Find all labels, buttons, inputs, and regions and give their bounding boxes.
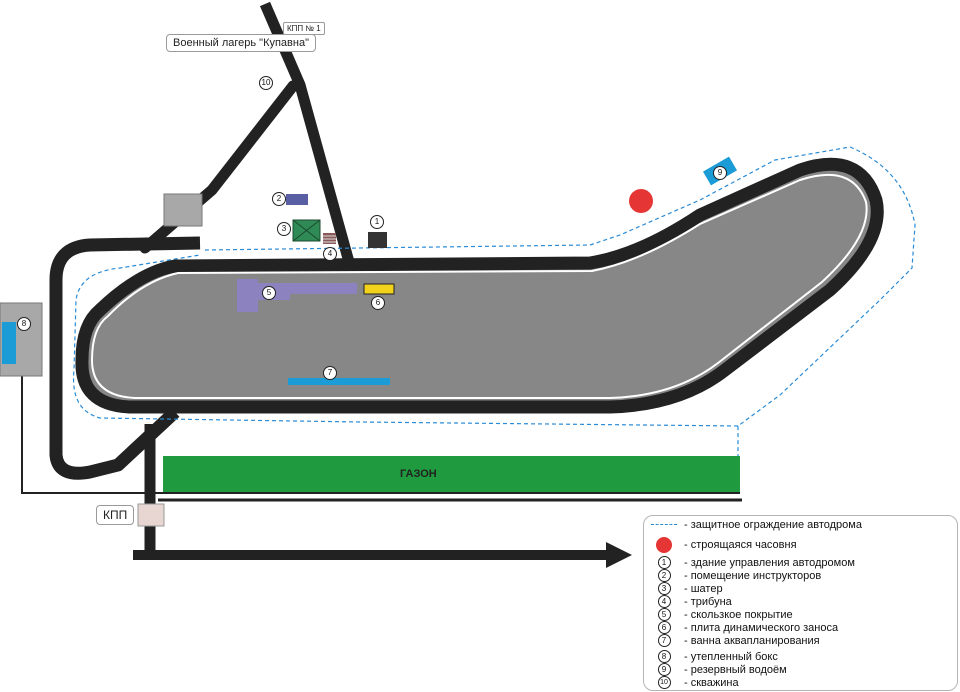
- instructors-room: [286, 194, 308, 205]
- heated-box-water: [2, 322, 16, 364]
- number-4-icon: 4: [657, 595, 671, 608]
- legend-text: - ванна аквапланирования: [684, 634, 820, 647]
- marker-2: 2: [272, 192, 286, 206]
- marker-1: 1: [370, 215, 384, 229]
- legend-item-fence: - защитное ограждение автодрома: [650, 518, 862, 531]
- track-inner-line: [90, 173, 868, 399]
- red-dot-icon: [656, 536, 672, 553]
- legend-text: - строящаяся часовня: [684, 538, 797, 551]
- marker-4: 4: [323, 247, 337, 261]
- number-8-icon: 8: [657, 650, 671, 663]
- legend-text: - шатер: [684, 582, 723, 595]
- legend-item-2: 2 - помещение инструкторов: [650, 569, 821, 582]
- number-1-icon: 1: [657, 556, 671, 569]
- grandstand-steps: [323, 235, 336, 243]
- legend-item-4: 4 - трибуна: [650, 595, 732, 608]
- protective-fence: [72, 146, 916, 490]
- access-road-left: [49, 236, 201, 480]
- control-building: [368, 232, 387, 248]
- marker-5: 5: [262, 286, 276, 300]
- road-north: [259, 1, 355, 264]
- skid-plate: [363, 283, 395, 295]
- marker-7: 7: [323, 366, 337, 380]
- marker-3: 3: [277, 222, 291, 236]
- legend-text: - скользкое покрытие: [684, 608, 793, 621]
- legend-item-6: 6 - плита динамического заноса: [650, 621, 838, 634]
- marker-6: 6: [371, 296, 385, 310]
- number-6-icon: 6: [657, 621, 671, 634]
- legend-item-7: 7 - ванна аквапланирования: [650, 634, 820, 647]
- marker-9: 9: [713, 166, 727, 180]
- lawn: [163, 456, 740, 492]
- number-9-icon: 9: [657, 663, 671, 676]
- legend-item-5: 5 - скользкое покрытие: [650, 608, 793, 621]
- legend-item-3: 3 - шатер: [650, 582, 723, 595]
- marker-10: 10: [259, 76, 273, 90]
- legend-text: - защитное ограждение автодрома: [684, 518, 862, 531]
- kpp-label: КПП: [96, 505, 135, 525]
- legend-text: - помещение инструкторов: [684, 569, 822, 582]
- dashed-line-icon: [651, 524, 677, 525]
- legend-text: - резервный водоём: [684, 663, 787, 676]
- kpp-box: [137, 503, 165, 527]
- legend-text: - плита динамического заноса: [684, 621, 839, 634]
- number-3-icon: 3: [657, 582, 671, 595]
- legend-item-9: 9 - резервный водоём: [650, 663, 787, 676]
- legend-item-chapel: - строящаяся часовня: [650, 536, 797, 553]
- thin-road-left: [21, 376, 740, 494]
- lawn-label: ГАЗОН: [400, 468, 437, 480]
- number-7-icon: 7: [657, 634, 671, 647]
- exit-arrow-icon: [606, 542, 632, 568]
- kpp1-label: КПП № 1: [283, 22, 325, 35]
- legend-text: - здание управления автодромом: [684, 556, 855, 569]
- number-2-icon: 2: [657, 569, 671, 582]
- number-10-icon: 10: [657, 676, 671, 689]
- number-5-icon: 5: [657, 608, 671, 621]
- track-outer: [75, 157, 884, 414]
- checkpoint-building: [163, 193, 203, 227]
- legend-text: - скважина: [684, 676, 739, 689]
- legend-item-8: 8 - утепленный бокс: [650, 650, 778, 663]
- legend-text: - утепленный бокс: [684, 650, 778, 663]
- marker-8: 8: [17, 317, 31, 331]
- tent-roof: [292, 219, 321, 242]
- aquaplaning-bath: [288, 378, 390, 385]
- legend-item-10: 10 - скважина: [650, 676, 739, 689]
- chapel-dot: [629, 189, 653, 213]
- legend-item-1: 1 - здание управления автодромом: [650, 556, 855, 569]
- camp-label: Военный лагерь "Купавна": [166, 34, 316, 52]
- legend-text: - трибуна: [684, 595, 732, 608]
- road-to-camp: [139, 80, 299, 254]
- legend: - защитное ограждение автодрома - строящ…: [643, 515, 958, 691]
